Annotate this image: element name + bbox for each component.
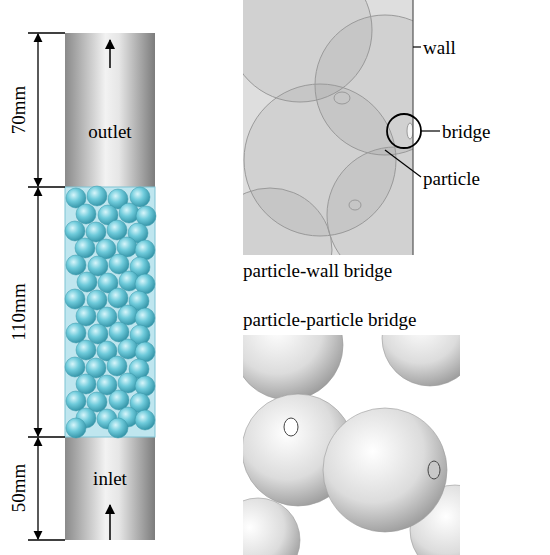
wall-bridge-inset-part bbox=[327, 147, 413, 255]
wall-bridge-inset-part bbox=[334, 92, 350, 104]
dimension-label: 110mm bbox=[9, 283, 28, 340]
dimension-label: 70mm bbox=[9, 86, 28, 135]
column-tube-part bbox=[65, 187, 155, 437]
dimension-lines-part bbox=[28, 436, 65, 437]
wall-bridge-inset-part bbox=[243, 188, 332, 255]
flow-arrows-part bbox=[109, 505, 111, 540]
packed-particles-part bbox=[76, 204, 96, 224]
particle-bridge-inset-part bbox=[382, 335, 460, 386]
packed-particles-part bbox=[76, 374, 96, 394]
wall-bridge-inset-part bbox=[412, 0, 413, 255]
packed-particles-part bbox=[65, 221, 85, 241]
particle-bridge-inset-part bbox=[284, 418, 298, 436]
particle-bridge-inset-part bbox=[323, 408, 447, 532]
packed-particles-part bbox=[77, 272, 97, 292]
wall-bridge-inset-part bbox=[421, 130, 440, 131]
packed-particles-part bbox=[108, 418, 128, 438]
packed-particles-part bbox=[76, 306, 96, 326]
packed-particles-part bbox=[135, 410, 155, 430]
wall-bridge-inset-part bbox=[413, 46, 421, 47]
column-tube-part bbox=[65, 33, 155, 540]
packed-particles-part bbox=[107, 356, 127, 376]
flow-arrows bbox=[109, 40, 111, 540]
packed-particles-part bbox=[119, 203, 139, 223]
packed-particles-part bbox=[76, 340, 96, 360]
particle-bridge-inset-part bbox=[243, 335, 460, 555]
wall-bridge-inset-part bbox=[385, 150, 421, 177]
packed-particles-part bbox=[118, 339, 138, 359]
inset-caption: particle-wall bridge bbox=[243, 261, 392, 280]
flow-arrows-part bbox=[109, 40, 111, 68]
wall-bridge-inset-part bbox=[407, 123, 413, 139]
packed-particles-part bbox=[66, 391, 86, 411]
wall-bridge-inset bbox=[208, 0, 463, 312]
dimension-lines-part bbox=[37, 34, 38, 186]
packed-particles-part bbox=[87, 186, 107, 206]
packed-particles-part bbox=[107, 220, 127, 240]
wall-bridge-inset-part bbox=[385, 47, 440, 177]
wall-bridge-inset-part bbox=[243, 0, 413, 255]
wall-bridge-inset-part bbox=[349, 200, 361, 210]
packed-particles-part bbox=[65, 357, 85, 377]
particle-bridge-inset-part bbox=[428, 461, 440, 479]
inset-caption: particle-particle bridge bbox=[243, 310, 417, 329]
dimension-lines-part bbox=[28, 539, 65, 540]
dimension-lines-part bbox=[37, 188, 38, 436]
particle-bridge-inset bbox=[216, 290, 500, 555]
wall-bridge-inset-part bbox=[387, 114, 421, 148]
packed-particles-part bbox=[66, 323, 86, 343]
dimension-label: 50mm bbox=[9, 464, 28, 513]
packed-particles bbox=[65, 186, 156, 438]
column-tube bbox=[65, 33, 155, 540]
part-label: wall bbox=[423, 38, 456, 57]
part-label: particle bbox=[423, 169, 480, 188]
packed-particles-part bbox=[65, 289, 85, 309]
particle-bridge-inset-part bbox=[243, 498, 300, 555]
packed-particles-part bbox=[66, 255, 86, 275]
inlet-label: inlet bbox=[93, 469, 127, 488]
dimension-lines bbox=[28, 33, 65, 540]
particle-bridge-inset-part bbox=[243, 335, 343, 400]
packed-particles-part bbox=[66, 418, 86, 438]
dimension-lines-part bbox=[28, 186, 65, 187]
packed-particles-part bbox=[109, 254, 129, 274]
packed-particles-part bbox=[108, 288, 128, 308]
part-label: bridge bbox=[442, 122, 491, 141]
outlet-label: outlet bbox=[88, 122, 131, 141]
dimension-lines-part bbox=[37, 438, 38, 539]
dimension-lines-part bbox=[28, 32, 65, 33]
